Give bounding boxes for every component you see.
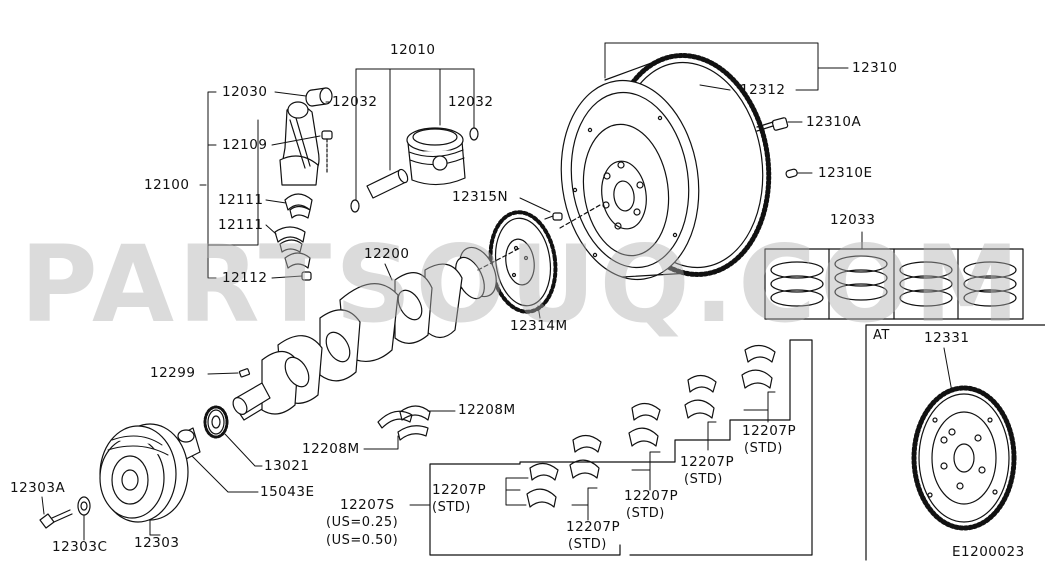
part-label-12315N[interactable]: 12315N xyxy=(452,189,509,205)
part-label-12200[interactable]: 12200 xyxy=(364,246,410,262)
part-label-12100[interactable]: 12100 xyxy=(144,177,190,193)
drive-plate-drawing[interactable] xyxy=(911,385,1017,531)
piston-pin-drawing[interactable] xyxy=(366,168,410,199)
pulley-washer-drawing[interactable] xyxy=(77,496,91,516)
part-label-12033[interactable]: 12033 xyxy=(830,212,876,228)
undersize-050-note: (US=0.50) xyxy=(326,533,399,548)
part-label-12331[interactable]: 12331 xyxy=(924,330,970,346)
crankshaft-drawing[interactable] xyxy=(230,242,503,421)
part-label-12207S[interactable]: 12207S xyxy=(340,497,395,513)
bushing-drawing[interactable] xyxy=(305,87,333,107)
pulley-bolt-drawing[interactable] xyxy=(39,509,73,529)
part-label-15043E[interactable]: 15043E xyxy=(260,484,315,500)
part-label-12112[interactable]: 12112 xyxy=(222,270,268,286)
part-label-13021[interactable]: 13021 xyxy=(264,458,310,474)
std-note-3: (STD) xyxy=(626,506,665,521)
part-label-12310E[interactable]: 12310E xyxy=(818,165,873,181)
part-label-12030[interactable]: 12030 xyxy=(222,84,268,100)
part-label-12299[interactable]: 12299 xyxy=(150,365,196,381)
part-label-12207P-5[interactable]: 12207P xyxy=(742,423,797,439)
std-note-4: (STD) xyxy=(684,472,723,487)
part-label-12207P-1[interactable]: 12207P xyxy=(432,482,487,498)
rod-bolt-drawing[interactable] xyxy=(321,130,333,173)
piston-drawing[interactable] xyxy=(406,127,466,186)
connecting-rod-drawing[interactable] xyxy=(279,101,320,186)
at-section-frame xyxy=(865,324,1045,561)
part-label-12303A[interactable]: 12303A xyxy=(10,480,66,496)
undersize-025-note: (US=0.25) xyxy=(326,515,399,530)
std-note-1: (STD) xyxy=(432,500,471,515)
part-label-12032-right[interactable]: 12032 xyxy=(448,94,494,110)
part-label-12207P-2[interactable]: 12207P xyxy=(566,519,621,535)
part-label-12010[interactable]: 12010 xyxy=(390,42,436,58)
part-label-12111-lower[interactable]: 12111 xyxy=(218,217,264,233)
flywheel-bolt-drawing[interactable] xyxy=(756,117,789,132)
flywheel-drawing[interactable] xyxy=(549,45,783,288)
diagram-code: E1200023 xyxy=(952,544,1025,560)
leader-lines xyxy=(41,42,953,541)
part-label-12314M[interactable]: 12314M xyxy=(510,318,568,334)
part-label-12310A[interactable]: 12310A xyxy=(806,114,862,130)
sprocket-drawing[interactable] xyxy=(203,405,229,439)
spacer-drawing[interactable] xyxy=(177,427,201,461)
dowel-pin-drawing[interactable] xyxy=(785,168,798,179)
std-note-2: (STD) xyxy=(568,537,607,552)
signal-plate-bolt-drawing[interactable] xyxy=(544,212,563,221)
std-note-5: (STD) xyxy=(744,441,783,456)
part-label-12207P-4[interactable]: 12207P xyxy=(680,454,735,470)
rod-nut-drawing[interactable] xyxy=(301,271,312,281)
part-label-12208M-right[interactable]: 12208M xyxy=(458,402,516,418)
piston-ring-set-drawing[interactable] xyxy=(764,248,1024,320)
part-label-12109[interactable]: 12109 xyxy=(222,137,268,153)
part-label-12207P-3[interactable]: 12207P xyxy=(624,488,679,504)
thrust-washer-drawing[interactable] xyxy=(377,405,431,441)
part-label-12111-upper[interactable]: 12111 xyxy=(218,192,264,208)
part-label-12032-left[interactable]: 12032 xyxy=(332,94,378,110)
crankshaft-key-drawing[interactable] xyxy=(238,368,251,378)
signal-plate-drawing[interactable] xyxy=(484,208,561,316)
at-section-label: AT xyxy=(873,328,890,343)
part-label-12303[interactable]: 12303 xyxy=(134,535,180,551)
part-label-12312[interactable]: 12312 xyxy=(740,82,786,98)
bearing-group-frame xyxy=(429,339,813,556)
part-label-12310[interactable]: 12310 xyxy=(852,60,898,76)
rod-bearing-lower-drawing[interactable] xyxy=(274,226,311,269)
crankshaft-pulley-drawing[interactable] xyxy=(99,423,189,523)
part-label-12208M-left[interactable]: 12208M xyxy=(302,441,360,457)
part-label-12303C[interactable]: 12303C xyxy=(52,539,108,555)
rod-bearing-upper-drawing[interactable] xyxy=(284,193,313,219)
main-bearings-drawing[interactable] xyxy=(526,344,776,508)
